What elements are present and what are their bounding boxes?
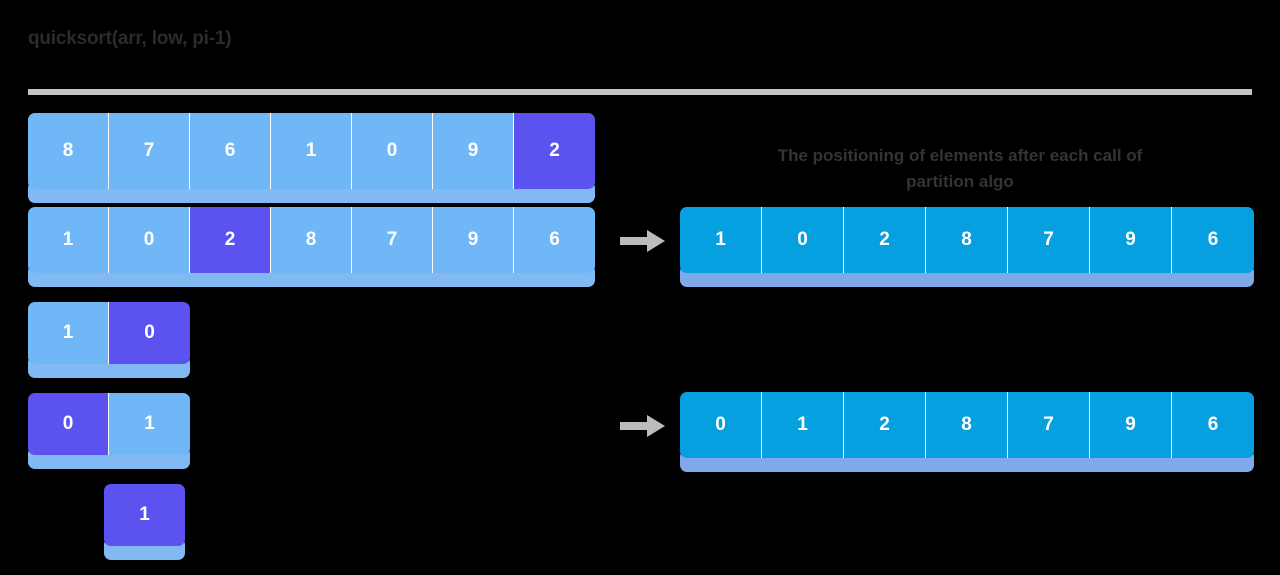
array-cell[interactable]: 7 bbox=[109, 113, 190, 189]
array-cell[interactable]: 1 bbox=[109, 393, 190, 455]
array-cell-pivot[interactable]: 0 bbox=[109, 302, 190, 364]
array-cells: 1 bbox=[104, 484, 185, 546]
array-row-result-1: 1 0 2 8 7 9 6 bbox=[680, 207, 1254, 287]
right-caption: The positioning of elements after each c… bbox=[700, 143, 1220, 195]
array-cell[interactable]: 0 bbox=[352, 113, 433, 189]
array-cells: 1 0 2 8 7 9 6 bbox=[28, 207, 595, 273]
array-cell[interactable]: 1 bbox=[28, 207, 109, 273]
array-cell[interactable]: 8 bbox=[926, 392, 1008, 458]
array-cells: 0 1 bbox=[28, 393, 190, 455]
array-cell[interactable]: 9 bbox=[1090, 392, 1172, 458]
array-row-recursion-3: 1 0 bbox=[28, 302, 190, 378]
array-cell-pivot[interactable]: 2 bbox=[514, 113, 595, 189]
horizontal-divider bbox=[28, 89, 1252, 95]
array-cell[interactable]: 6 bbox=[1172, 392, 1254, 458]
array-cell[interactable]: 1 bbox=[680, 207, 762, 273]
array-cell[interactable]: 7 bbox=[352, 207, 433, 273]
array-row-recursion-1: 8 7 6 1 0 9 2 bbox=[28, 113, 595, 203]
array-cell[interactable]: 9 bbox=[1090, 207, 1172, 273]
right-caption-line-1: The positioning of elements after each c… bbox=[777, 146, 1143, 165]
array-row-recursion-5: 1 bbox=[104, 484, 185, 560]
array-row-recursion-4: 0 1 bbox=[28, 393, 190, 469]
array-cell[interactable]: 6 bbox=[514, 207, 595, 273]
array-cell[interactable]: 1 bbox=[762, 392, 844, 458]
array-cell[interactable]: 8 bbox=[271, 207, 352, 273]
array-cell-pivot[interactable]: 0 bbox=[28, 393, 109, 455]
array-cell[interactable]: 2 bbox=[844, 207, 926, 273]
array-cell[interactable]: 2 bbox=[844, 392, 926, 458]
array-cells: 0 1 2 8 7 9 6 bbox=[680, 392, 1254, 458]
array-cell[interactable]: 1 bbox=[28, 302, 109, 364]
array-cell-pivot[interactable]: 1 bbox=[104, 484, 185, 546]
array-cell[interactable]: 8 bbox=[28, 113, 109, 189]
array-cell[interactable]: 8 bbox=[926, 207, 1008, 273]
array-cell-pivot[interactable]: 2 bbox=[190, 207, 271, 273]
array-cell[interactable]: 7 bbox=[1008, 392, 1090, 458]
array-cell[interactable]: 7 bbox=[1008, 207, 1090, 273]
right-caption-line-2: partition algo bbox=[906, 172, 1014, 191]
array-cell[interactable]: 0 bbox=[762, 207, 844, 273]
array-cells: 1 0 2 8 7 9 6 bbox=[680, 207, 1254, 273]
array-row-recursion-2: 1 0 2 8 7 9 6 bbox=[28, 207, 595, 287]
array-cells: 8 7 6 1 0 9 2 bbox=[28, 113, 595, 189]
array-cell[interactable]: 9 bbox=[433, 207, 514, 273]
array-cells: 1 0 bbox=[28, 302, 190, 364]
array-cell[interactable]: 0 bbox=[680, 392, 762, 458]
array-cell[interactable]: 0 bbox=[109, 207, 190, 273]
array-cell[interactable]: 6 bbox=[1172, 207, 1254, 273]
array-cell[interactable]: 9 bbox=[433, 113, 514, 189]
array-row-result-2: 0 1 2 8 7 9 6 bbox=[680, 392, 1254, 472]
arrow-right-icon bbox=[620, 228, 666, 254]
page-title: quicksort(arr, low, pi-1) bbox=[28, 28, 232, 49]
arrow-right-icon bbox=[620, 413, 666, 439]
array-cell[interactable]: 1 bbox=[271, 113, 352, 189]
array-cell[interactable]: 6 bbox=[190, 113, 271, 189]
